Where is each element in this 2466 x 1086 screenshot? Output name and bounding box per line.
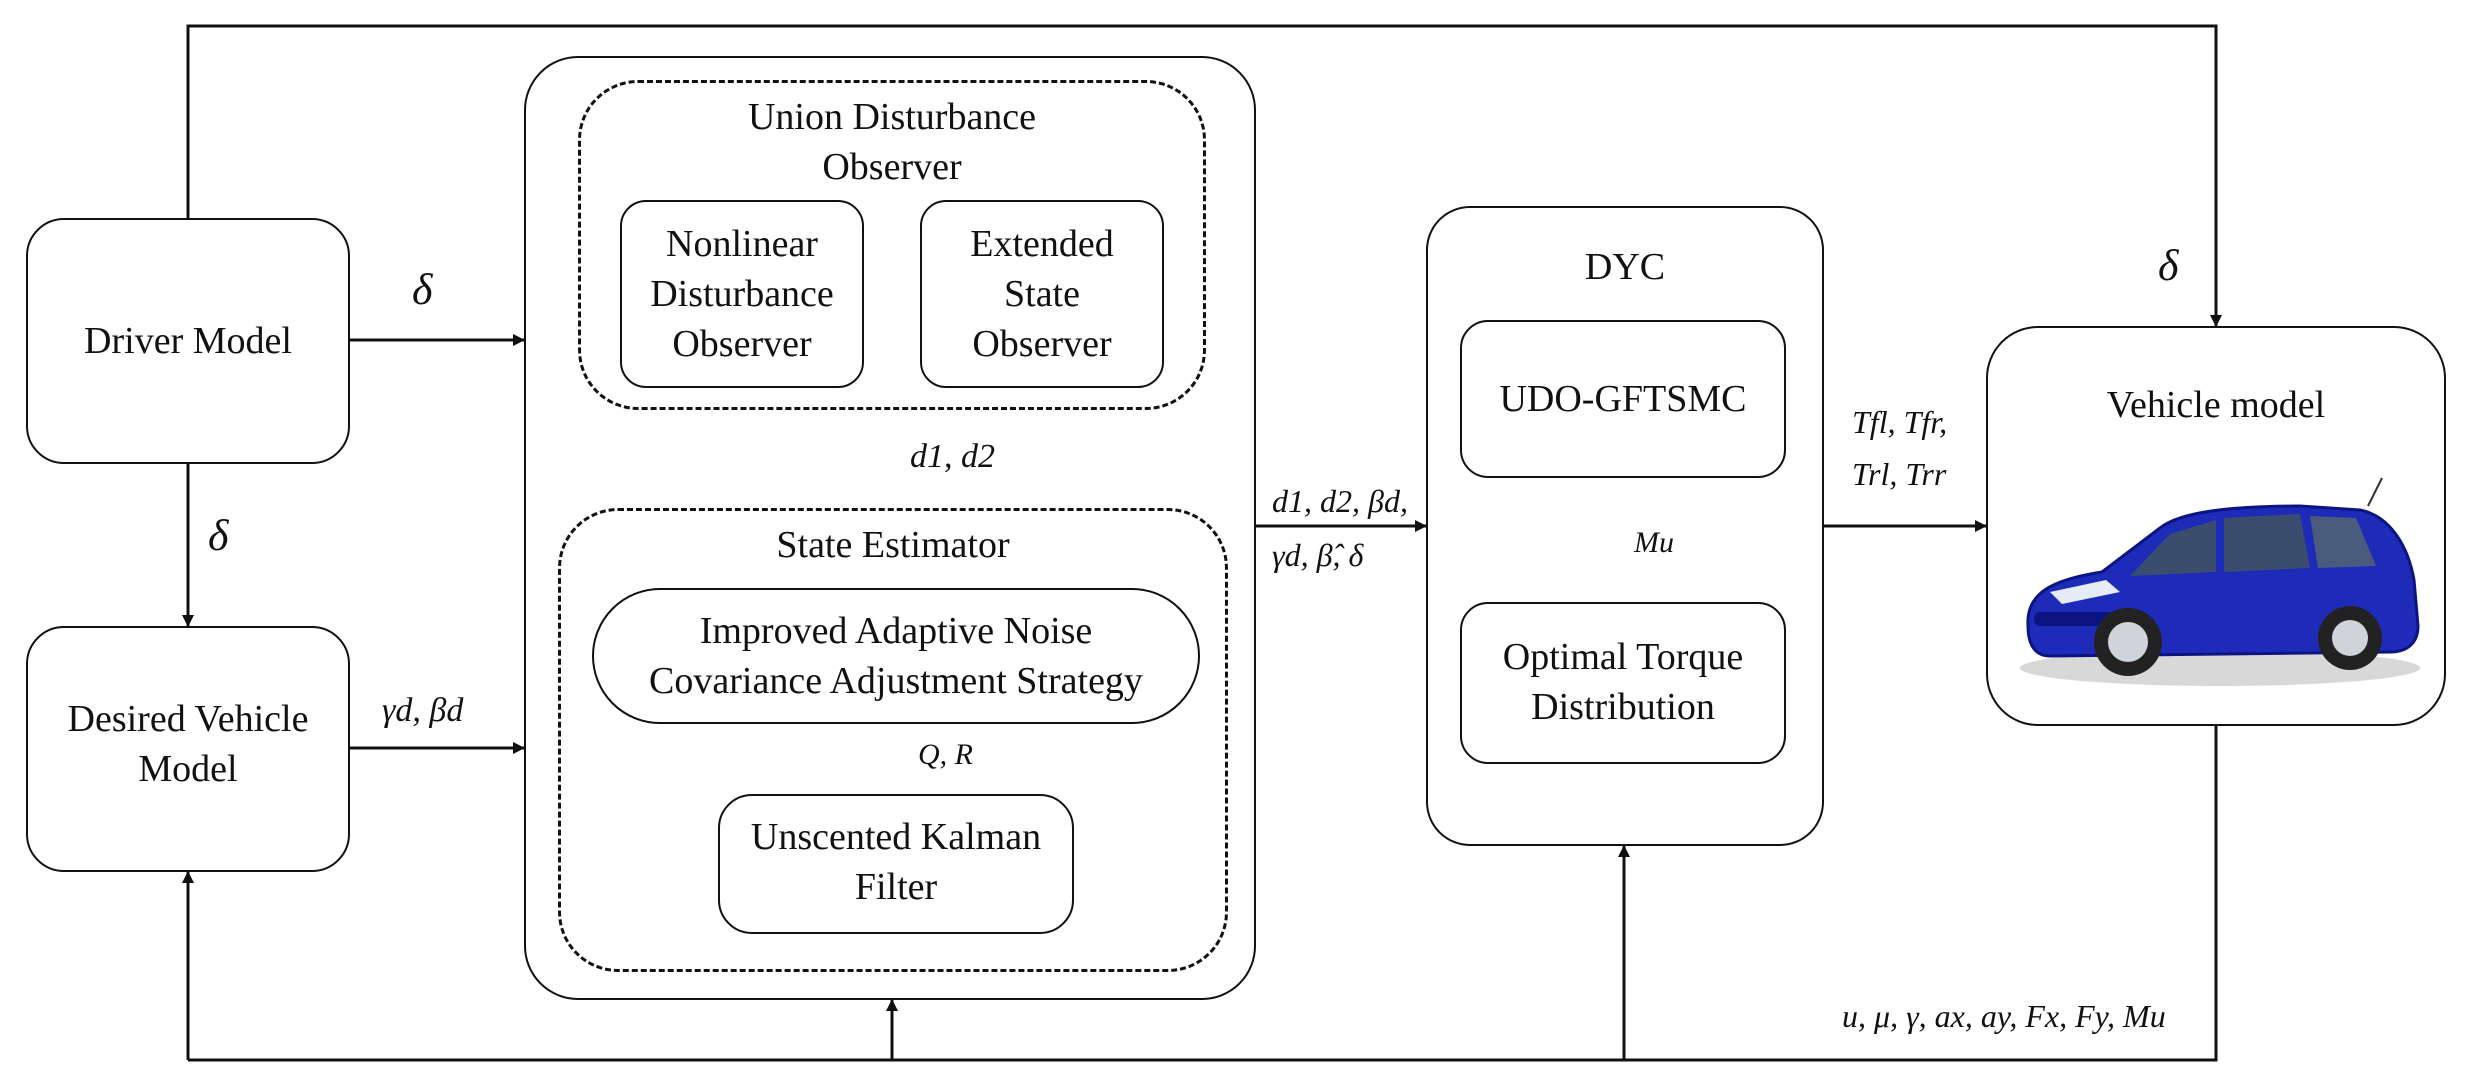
feedback-bus-line [188,726,2218,1062]
m-u-text: Mu [1634,526,1674,559]
udo-title: Union Disturbance Observer [747,96,1037,188]
vehicle-model-label: Vehicle model [2106,384,2326,426]
state-estimator-title: State Estimator [776,524,1010,566]
driver-model-label: Driver Model [84,320,292,362]
driver-to-vehicle-line [186,24,2222,327]
delta-label-vehicle-input: δ [2158,241,2179,290]
udo-gftsmc-block [1460,320,1786,478]
udo-outputs-text: d1, d2, βd, γd, β̂, δ [1272,483,1408,573]
desired-vehicle-model-label: Desired Vehicle Model [67,698,309,790]
d1-d2-label: d1, d2 [910,438,995,476]
state-estimator-group [558,508,1228,972]
unscented-kalman-filter-label: Unscented Kalman Filter [750,816,1042,908]
q-r-text: Q, R [918,738,973,771]
feedback-signals-text: u, μ, γ, ax, ay, Fx, Fy, Mu [1842,998,2166,1034]
udo-gftsmc-label: UDO-GFTSMC [1499,378,1747,420]
car-illustration [2020,477,2420,686]
adaptive-noise-strategy-label: Improved Adaptive Noise Covariance Adjus… [649,610,1143,702]
union-disturbance-observer-group [578,80,1206,410]
optimal-torque-distribution-block [1460,602,1786,764]
driver-model-block [26,218,350,464]
gamma-beta-d-label: γd, βd [382,692,463,730]
extended-state-observer-label: Extended State Observer [970,223,1114,365]
q-r-label: Q, R [918,738,973,772]
feedback-signals-label: u, μ, γ, ax, ay, Fx, Fy, Mu [1842,998,2166,1035]
unscented-kalman-filter-block [718,794,1074,934]
nonlinear-disturbance-observer-label: Nonlinear Disturbance Observer [650,223,834,365]
torque-text: Tfl, Tfr, Trl, Trr [1852,404,1948,492]
nonlinear-disturbance-observer-block [620,200,864,388]
gamma-beta-d-text: γd, βd [382,692,464,729]
optimal-torque-distribution-label: Optimal Torque Distribution [1502,636,1744,728]
extended-state-observer-block [920,200,1164,388]
delta-label-driver-output: δ [412,265,433,314]
torque-label: Tfl, Tfr, Trl, Trr [1852,396,1970,500]
d1-d2-text: d1, d2 [910,438,995,475]
adaptive-noise-strategy-block [592,588,1200,724]
delta-label-driver-to-desired: δ [208,511,229,560]
dyc-title: DYC [1584,246,1666,288]
desired-vehicle-model-block [26,626,350,872]
m-u-label: Mu [1634,526,1674,560]
udo-outputs-label: d1, d2, βd, γd, β̂, δ [1272,474,1424,582]
